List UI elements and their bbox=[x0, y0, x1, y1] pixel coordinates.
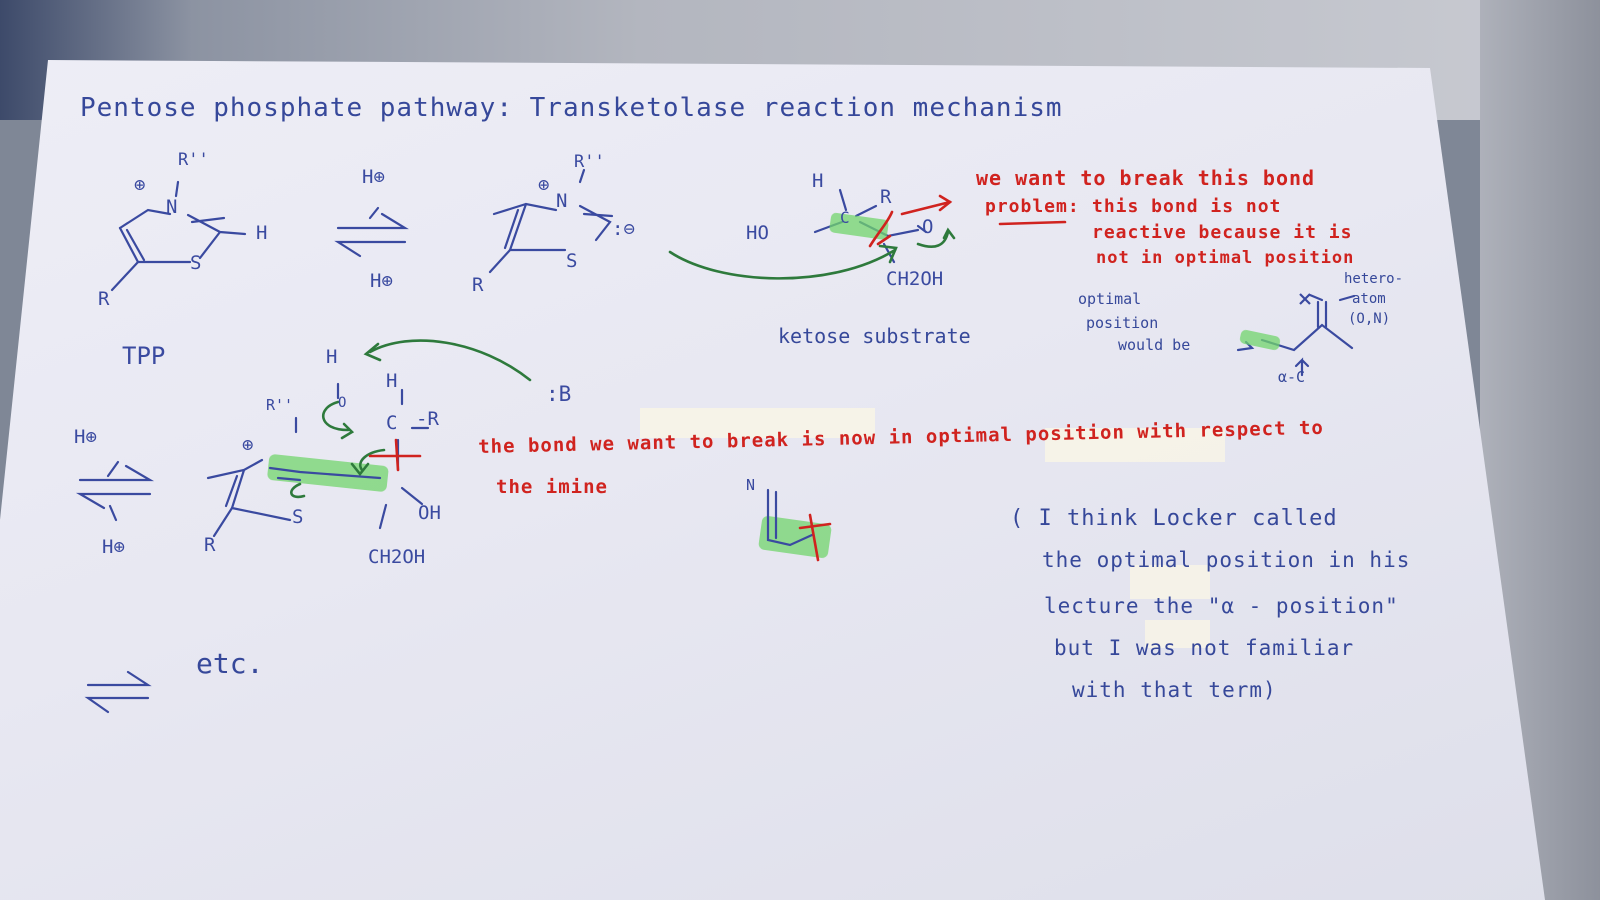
eq-h-bottom: H⊕ bbox=[370, 270, 393, 292]
int-oh: OH bbox=[418, 502, 441, 524]
etc-label: etc. bbox=[196, 647, 264, 680]
tpp-r-top: R'' bbox=[178, 150, 209, 170]
ylide-n: N bbox=[556, 190, 568, 212]
red-note-line4: not in optimal position bbox=[1096, 248, 1355, 268]
ketose-c: C bbox=[840, 208, 850, 227]
int-r: -R bbox=[416, 408, 439, 430]
red-note-line2: this bond is not bbox=[1092, 196, 1282, 217]
left-eq-h-bottom: H⊕ bbox=[102, 536, 125, 558]
int-h-c: H bbox=[386, 370, 398, 392]
hetero-line2: atom bbox=[1352, 291, 1386, 307]
int-r-bottom: R bbox=[204, 534, 216, 556]
tpp-n: N bbox=[166, 196, 178, 218]
tape-strip bbox=[1130, 565, 1210, 599]
int-ch2oh: CH2OH bbox=[368, 546, 426, 568]
ketose-r: R bbox=[880, 186, 892, 208]
red-note-problem: problem: bbox=[985, 196, 1080, 217]
tpp-s: S bbox=[190, 252, 202, 274]
red-note-line3: reactive because it is bbox=[1092, 222, 1353, 243]
blue-note-line1: ( I think Locker called bbox=[1010, 506, 1338, 531]
left-eq-h-top: H⊕ bbox=[74, 426, 97, 448]
tpp-label: TPP bbox=[122, 342, 166, 370]
optimal-line2: position bbox=[1086, 314, 1159, 332]
red-note-line1: we want to break this bond bbox=[976, 166, 1316, 190]
hetero-line3: (O,N) bbox=[1348, 311, 1391, 327]
tape-strip bbox=[640, 408, 875, 438]
int-base: :B bbox=[546, 382, 572, 406]
ylide-minus: :⊖ bbox=[612, 218, 635, 240]
alpha-carbon-label: α-C bbox=[1278, 368, 1306, 386]
ketose-label: ketose substrate bbox=[778, 324, 971, 348]
blue-note-line3: lecture the "α - position" bbox=[1044, 594, 1399, 618]
optimal-line1: optimal bbox=[1078, 290, 1142, 308]
hetero-line1: hetero- bbox=[1344, 271, 1404, 287]
tpp-r-bottom: R bbox=[98, 288, 110, 310]
red-sentence-line2: the imine bbox=[496, 476, 608, 498]
tpp-plus: ⊕ bbox=[134, 174, 146, 196]
ylide-r-top: R'' bbox=[574, 152, 605, 172]
ylide-r-bottom: R bbox=[472, 274, 484, 296]
blue-note-line2: the optimal position in his bbox=[1042, 548, 1411, 572]
int-h-top: H bbox=[326, 346, 338, 368]
int-c: C bbox=[386, 412, 398, 434]
int-s: S bbox=[292, 506, 304, 528]
tpp-h: H bbox=[256, 222, 268, 244]
blue-note-line4: but I was not familiar bbox=[1054, 636, 1355, 660]
ketose-ho: HO bbox=[746, 222, 769, 244]
page-title: Pentose phosphate pathway: Transketolase… bbox=[80, 93, 1063, 123]
int-plus: ⊕ bbox=[242, 434, 254, 456]
tape-strip bbox=[1145, 620, 1210, 648]
tape-strip bbox=[1045, 428, 1225, 462]
ketose-ch2oh: CH2OH bbox=[886, 268, 944, 290]
ylide-plus: ⊕ bbox=[538, 174, 550, 196]
ketose-o: O bbox=[922, 216, 934, 238]
ylide-s: S bbox=[566, 250, 578, 272]
ketose-h: H bbox=[812, 170, 824, 192]
optimal-line3: would be bbox=[1118, 336, 1191, 354]
blue-note-line5: with that term) bbox=[1072, 678, 1277, 702]
eq-h-top: H⊕ bbox=[362, 166, 385, 188]
imine-n: N bbox=[746, 476, 756, 494]
int-r-top: R'' bbox=[266, 396, 294, 414]
int-o: O bbox=[338, 395, 347, 411]
